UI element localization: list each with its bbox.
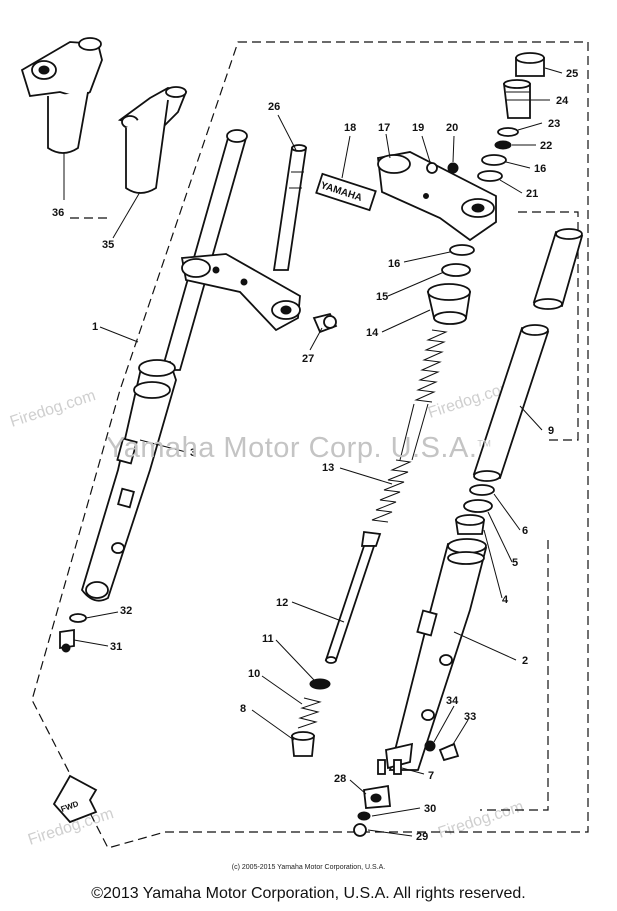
part-6-clip [469, 484, 495, 496]
callout-23: 23 [548, 118, 560, 130]
part-7-stud [377, 759, 402, 775]
part-31-drain-bolt [59, 628, 75, 653]
callout-25: 25 [566, 68, 578, 80]
part-20-nut [447, 162, 459, 174]
callout-21: 21 [526, 188, 538, 200]
part-35-lower-cover [117, 86, 188, 194]
part-18-emblem: YAMAHA [315, 172, 377, 212]
part-34-washer [424, 740, 436, 752]
inner-tube-bracket [518, 211, 579, 441]
yamaha-watermark: Yamaha Motor Corp. U.S.A.TM [106, 432, 491, 465]
part-25-cap [515, 52, 545, 77]
callout-4: 4 [502, 594, 509, 606]
part-10-rebound-spring [297, 697, 322, 729]
callout-26: 26 [268, 101, 280, 113]
callout-3: 3 [190, 447, 196, 459]
callout-34: 34 [446, 695, 459, 707]
callout-19: 19 [412, 122, 424, 134]
callout-31: 31 [110, 641, 122, 653]
forward-arrow-icon: FWD [52, 774, 98, 824]
callout-27: 27 [302, 353, 314, 365]
part-1-left-fork-assembly [81, 129, 248, 602]
callout-33: 33 [464, 711, 476, 723]
part-33-bolt [438, 742, 460, 762]
site-watermark-left: Firedog.com [8, 387, 98, 431]
part-16-washer-upper [481, 154, 507, 166]
callout-6: 6 [522, 525, 528, 537]
callout-11: 11 [262, 633, 274, 645]
callout-22: 22 [540, 140, 552, 152]
callout-2: 2 [522, 655, 528, 667]
part-8-oil-lock-piece [291, 731, 315, 757]
callout-28: 28 [334, 773, 346, 785]
part-32-gasket [69, 613, 87, 623]
callout-1: 1 [92, 321, 98, 333]
callout-36: 36 [52, 207, 64, 219]
part-19-washer [426, 162, 438, 174]
upper-tube-cover-right [532, 228, 584, 310]
site-watermark-bottom-right: Firedog.com [436, 798, 526, 842]
callout-16-lower: 16 [388, 258, 400, 270]
callout-17: 17 [378, 122, 390, 134]
part-21-washer [477, 170, 503, 182]
part-22-washer [494, 140, 512, 150]
part-4-oil-seal [454, 514, 486, 535]
callout-14: 14 [366, 327, 379, 339]
callout-24: 24 [556, 95, 569, 107]
part-17-handle-crown [377, 151, 497, 242]
part-14-spacer [426, 283, 472, 325]
callout-32: 32 [120, 605, 132, 617]
callout-35: 35 [102, 239, 114, 251]
callout-16-upper: 16 [534, 163, 546, 175]
part-29-nut [353, 823, 367, 837]
footer-copyright: ©2013 Yamaha Motor Corporation, U.S.A. A… [91, 885, 526, 902]
part-16-washer-lower [449, 244, 475, 256]
watermark-text: Yamaha Motor Corp. U.S.A. [106, 432, 478, 464]
part-36-upper-cover [20, 37, 103, 154]
part-13-fork-spring [371, 329, 448, 523]
part-11-ring [309, 678, 331, 690]
callout-18: 18 [344, 122, 356, 134]
diagram-copyright: (c) 2005-2015 Yamaha Motor Corporation, … [231, 864, 386, 871]
watermark-trademark: TM [477, 438, 492, 449]
part-2-right-outer-tube [385, 538, 488, 771]
callout-29: 29 [416, 831, 428, 843]
part-5-washer [463, 499, 493, 513]
part-28-cap [363, 784, 391, 809]
lower-bracket [480, 540, 549, 811]
assembly-boundary [31, 41, 589, 849]
under-bracket [180, 253, 301, 332]
callout-9: 9 [548, 425, 554, 437]
part-27-bolt [312, 312, 338, 334]
callout-10: 10 [248, 668, 260, 680]
callout-8: 8 [240, 703, 246, 715]
leader-lines [63, 67, 563, 837]
part-15-seat [441, 263, 471, 277]
callout-15: 15 [376, 291, 388, 303]
part-26-steering-stem [272, 144, 308, 271]
part-30-washer [357, 811, 371, 821]
part-9-inner-tube [472, 324, 550, 482]
callout-30: 30 [424, 803, 436, 815]
part-12-damper-rod [324, 530, 382, 664]
part-23-o-ring [497, 127, 519, 137]
callout-12: 12 [276, 597, 288, 609]
callout-13: 13 [322, 462, 334, 474]
callout-20: 20 [446, 122, 458, 134]
callout-7: 7 [428, 770, 434, 782]
callout-5: 5 [512, 557, 518, 569]
part-24-cap-bolt [502, 79, 531, 119]
